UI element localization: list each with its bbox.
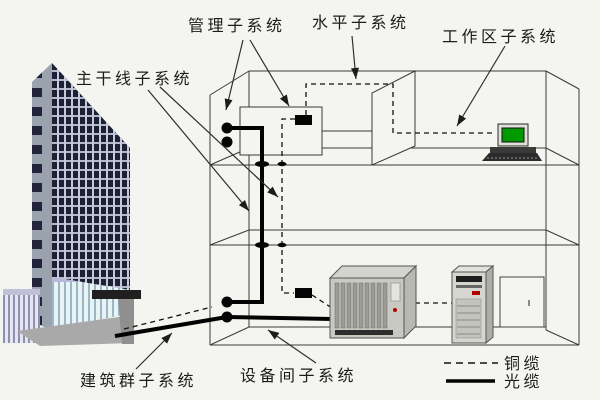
horizontal-subsystem-cable	[305, 83, 493, 134]
management-patch-device	[295, 115, 312, 125]
fiber-cables	[114, 126, 333, 338]
campus-fiber-cable	[114, 315, 228, 338]
copper-cables	[123, 83, 493, 330]
computer-screen	[501, 127, 525, 143]
legend-fiber-label: 光缆	[504, 372, 543, 391]
campus-copper-cable	[123, 306, 213, 330]
cable-junction-dots	[221, 122, 287, 323]
equipment-room-fiber-link	[226, 315, 333, 321]
door	[499, 276, 545, 328]
copper-riser-cable	[281, 118, 295, 294]
rack-icon	[328, 264, 418, 340]
building-left-face	[32, 63, 52, 330]
subsystem-labels: 管理子系统 水平子系统 工作区子系统 主干线子系统 建筑群子系统 设备间子系统	[76, 13, 559, 390]
building-frame	[209, 70, 580, 346]
label-work-area-subsystem: 工作区子系统	[442, 27, 559, 46]
callout-arrows	[135, 35, 506, 370]
label-horizontal-subsystem: 水平子系统	[312, 13, 410, 32]
equipment-patch-device	[295, 288, 312, 298]
label-equipment-room-subsystem: 设备间子系统	[240, 366, 357, 385]
rack-indicator-light	[393, 308, 397, 312]
building-entrance-canopy	[92, 290, 141, 299]
equipment-room-copper-link	[311, 294, 452, 309]
fiber-backbone-riser	[227, 126, 264, 304]
server-icon	[450, 264, 495, 345]
legend-copper-label: 铜缆	[504, 354, 543, 373]
label-backbone-subsystem: 主干线子系统	[76, 69, 193, 88]
legend: 铜缆 光缆	[444, 354, 543, 391]
partition-wall	[371, 70, 416, 166]
computer-icon	[482, 123, 542, 161]
patch-device-icons	[295, 115, 312, 298]
server-indicator-light	[472, 291, 480, 295]
label-management-subsystem: 管理子系统	[188, 16, 286, 35]
label-campus-subsystem: 建筑群子系统	[80, 371, 197, 390]
